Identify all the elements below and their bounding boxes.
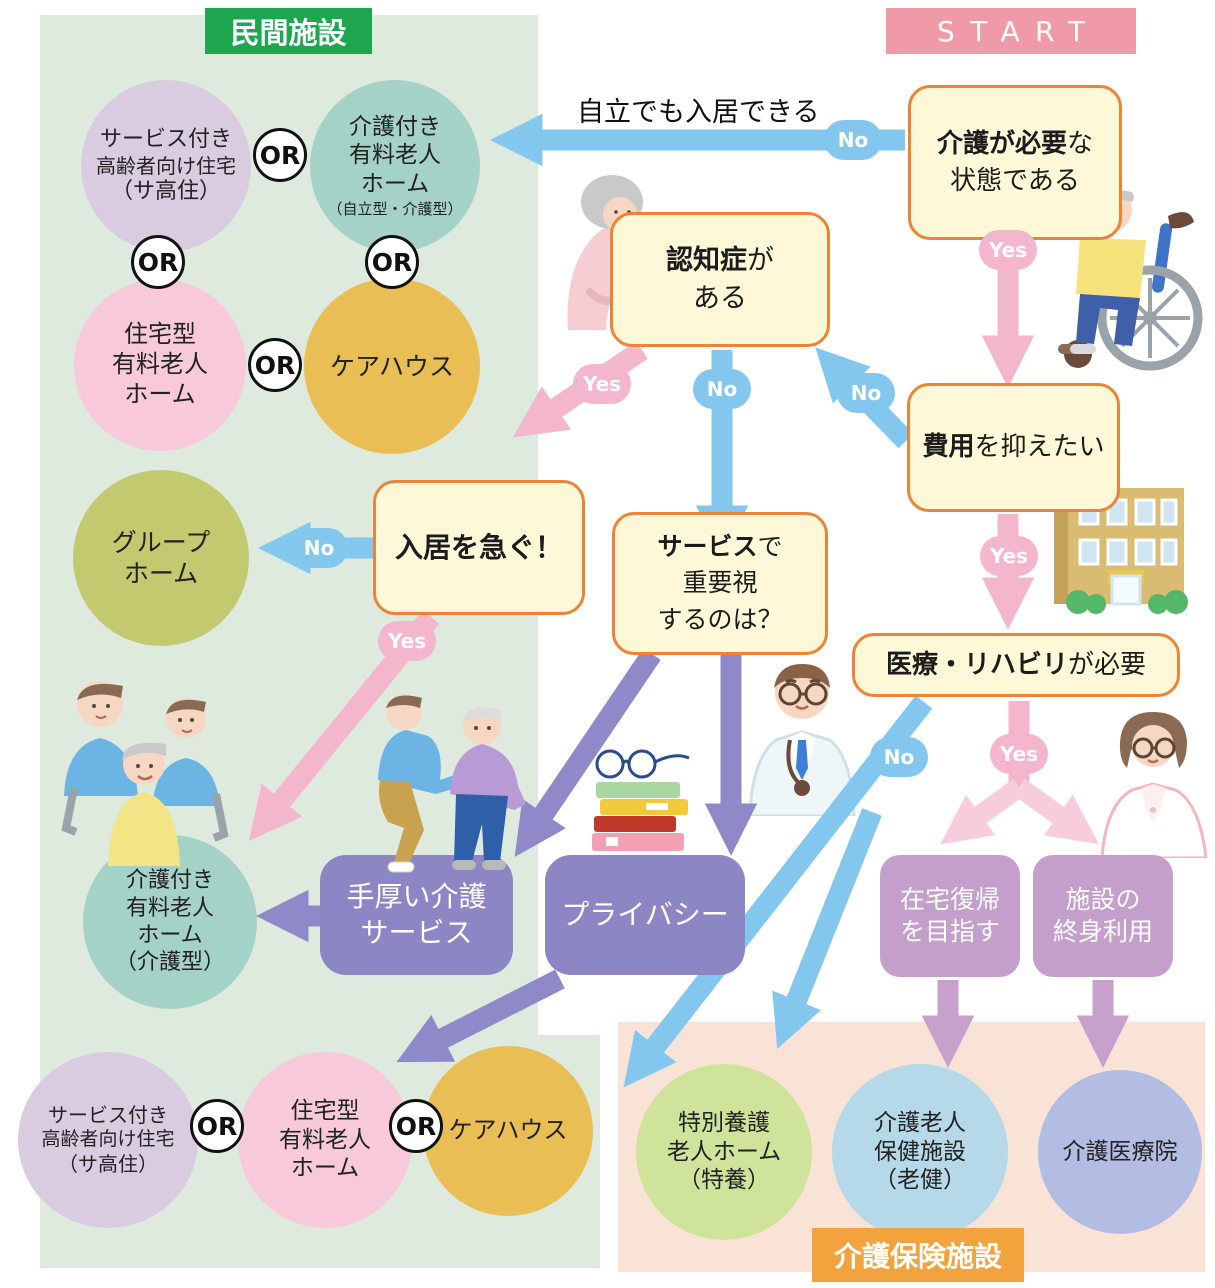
facility-circle-jutakugata-top: 住宅型 有料老人 ホーム: [74, 279, 246, 451]
yes-pill-dementia: Yes: [573, 364, 631, 404]
goal-home-return-box: 在宅復帰 を目指す: [880, 855, 1020, 977]
no-pill-entry: No: [824, 120, 882, 160]
female-doctor-illustration: [1100, 712, 1208, 858]
caregivers-group-illustration: [61, 681, 229, 866]
question-hurry: 入居を急ぐ！: [373, 480, 585, 615]
yes-pill-medical: Yes: [990, 734, 1048, 774]
facility-circle-sakoju-top: サービス付き 高齢者向け住宅 （サ高住）: [81, 80, 251, 252]
private-facilities-banner: 民間施設: [205, 8, 372, 54]
or-badge-top-3: OR: [365, 235, 419, 289]
facility-circle-kaitsuki-top: 介護付き 有料老人 ホーム （自立型・介護型）: [310, 80, 480, 252]
building-illustration: [1054, 488, 1188, 614]
facility-circle-carehouse-top: ケアハウス: [304, 278, 480, 454]
yes-pill-care-needed: Yes: [979, 230, 1037, 270]
question-service-priority: サービスで 重要視 するのは？: [612, 512, 828, 655]
facility-circle-sakoju-bottom: サービス付き 高齢者向け住宅 （サ高住）: [18, 1052, 198, 1228]
or-badge-top-4: OR: [248, 338, 302, 392]
priority-thick-care-box: 手厚い介護 サービス: [320, 855, 513, 975]
facility-circle-kaigo-iryoin: 介護医療院: [1038, 1070, 1202, 1234]
priority-privacy-box: プライバシー: [545, 855, 745, 975]
insurance-facilities-banner: 介護保険施設: [812, 1228, 1024, 1282]
or-badge-bottom-1: OR: [190, 1099, 244, 1153]
caregiver-assist-illustration: [378, 694, 526, 873]
books-glasses-illustration: [592, 749, 690, 851]
facility-circle-grouphome: グループ ホーム: [73, 470, 249, 646]
or-badge-top-1: OR: [253, 128, 307, 182]
facility-circle-roken: 介護老人 保健施設 （老健）: [832, 1064, 1008, 1240]
yes-pill-hurry: Yes: [378, 621, 436, 661]
goal-lifetime-use-box: 施設の 終身利用: [1033, 855, 1173, 977]
or-badge-top-2: OR: [131, 235, 185, 289]
no-pill-medical: No: [870, 737, 928, 777]
question-care-needed: 介護が必要な 状態である: [908, 85, 1122, 240]
question-medical-rehab: 医療・リハビリが必要: [852, 633, 1180, 697]
facility-circle-jutakugata-bottom: 住宅型 有料老人 ホーム: [238, 1052, 412, 1228]
yes-pill-cost: Yes: [980, 536, 1038, 576]
question-dementia: 認知症が ある: [610, 212, 830, 347]
question-cost: 費用を抑えたい: [907, 383, 1120, 512]
no-pill-hurry: No: [290, 528, 348, 568]
or-badge-bottom-2: OR: [389, 1099, 443, 1153]
facility-circle-carehouse-bottom: ケアハウス: [423, 1046, 593, 1216]
no-pill-cost: No: [837, 373, 895, 413]
no-pill-dementia: No: [693, 369, 751, 409]
start-banner: START: [886, 8, 1136, 54]
facility-circle-tokuyo: 特別養護 老人ホーム （特養）: [636, 1064, 812, 1240]
independent-entry-note: 自立でも入居できる: [577, 97, 820, 128]
